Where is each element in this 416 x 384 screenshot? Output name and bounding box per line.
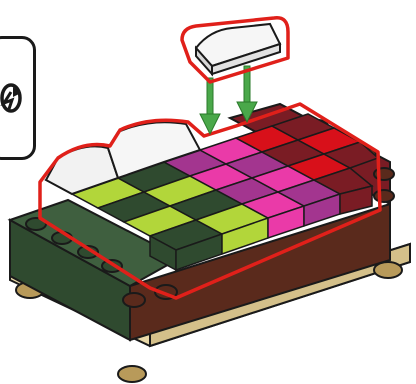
new-white-slope-part <box>182 18 288 82</box>
